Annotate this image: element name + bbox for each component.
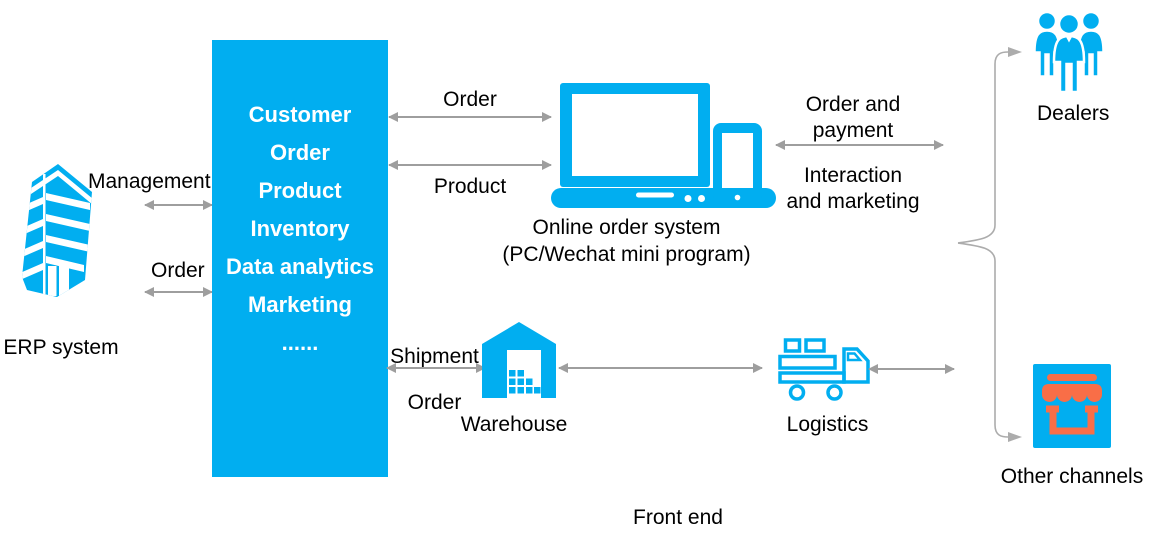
online-order-system-line2: (PC/Wechat mini program) <box>502 243 751 266</box>
core-item-marketing: Marketing <box>248 292 352 317</box>
management-arrow <box>144 200 213 210</box>
core-item-customer: Customer <box>248 102 352 127</box>
online-order-system-line1: Online order system <box>532 216 721 239</box>
product-label: Product <box>433 175 507 198</box>
logistics-channels-arrow <box>868 364 955 374</box>
brace-connector <box>948 38 1034 450</box>
logistics-label: Logistics <box>786 413 869 436</box>
core-item-data-analytics: Data analytics <box>226 254 374 279</box>
online-order-system-label: Online order system (PC/Wechat mini prog… <box>500 214 753 268</box>
dealers-label: Dealers <box>1037 102 1110 125</box>
management-label: Management <box>88 170 211 193</box>
order-online-arrow <box>388 112 552 122</box>
shipment-order-arrow <box>386 363 486 373</box>
core-item-order: Order <box>270 140 330 165</box>
dealers-icon <box>1032 6 1106 94</box>
warehouse-label: Warehouse <box>460 413 568 436</box>
truck-icon <box>777 337 871 403</box>
core-item-product: Product <box>258 178 342 203</box>
core-item-ellipsis: ...... <box>281 330 319 355</box>
order-payment-label: Order and payment <box>805 93 901 142</box>
order-erp-label: Order <box>151 259 205 282</box>
warehouse-icon <box>481 321 557 399</box>
laptop-phone-icon <box>548 80 780 210</box>
order-payment-arrow <box>775 140 944 150</box>
product-arrow <box>388 160 552 170</box>
warehouse-logistics-arrow <box>558 363 763 373</box>
interaction-marketing-label: Interaction and marketing <box>786 164 920 213</box>
order-erp-arrow <box>144 287 213 297</box>
erp-label: ERP system <box>3 336 119 359</box>
order-online-label: Order <box>443 88 497 111</box>
store-icon <box>1033 364 1111 448</box>
other-channels-label: Other channels <box>1000 465 1144 488</box>
front-end-label: Front end <box>633 506 723 529</box>
core-system-box: Customer Order Product Inventory Data an… <box>212 40 388 477</box>
shipment-order-label: Shipment Order <box>390 345 479 414</box>
core-item-inventory: Inventory <box>250 216 350 241</box>
erp-building-icon <box>18 160 98 302</box>
